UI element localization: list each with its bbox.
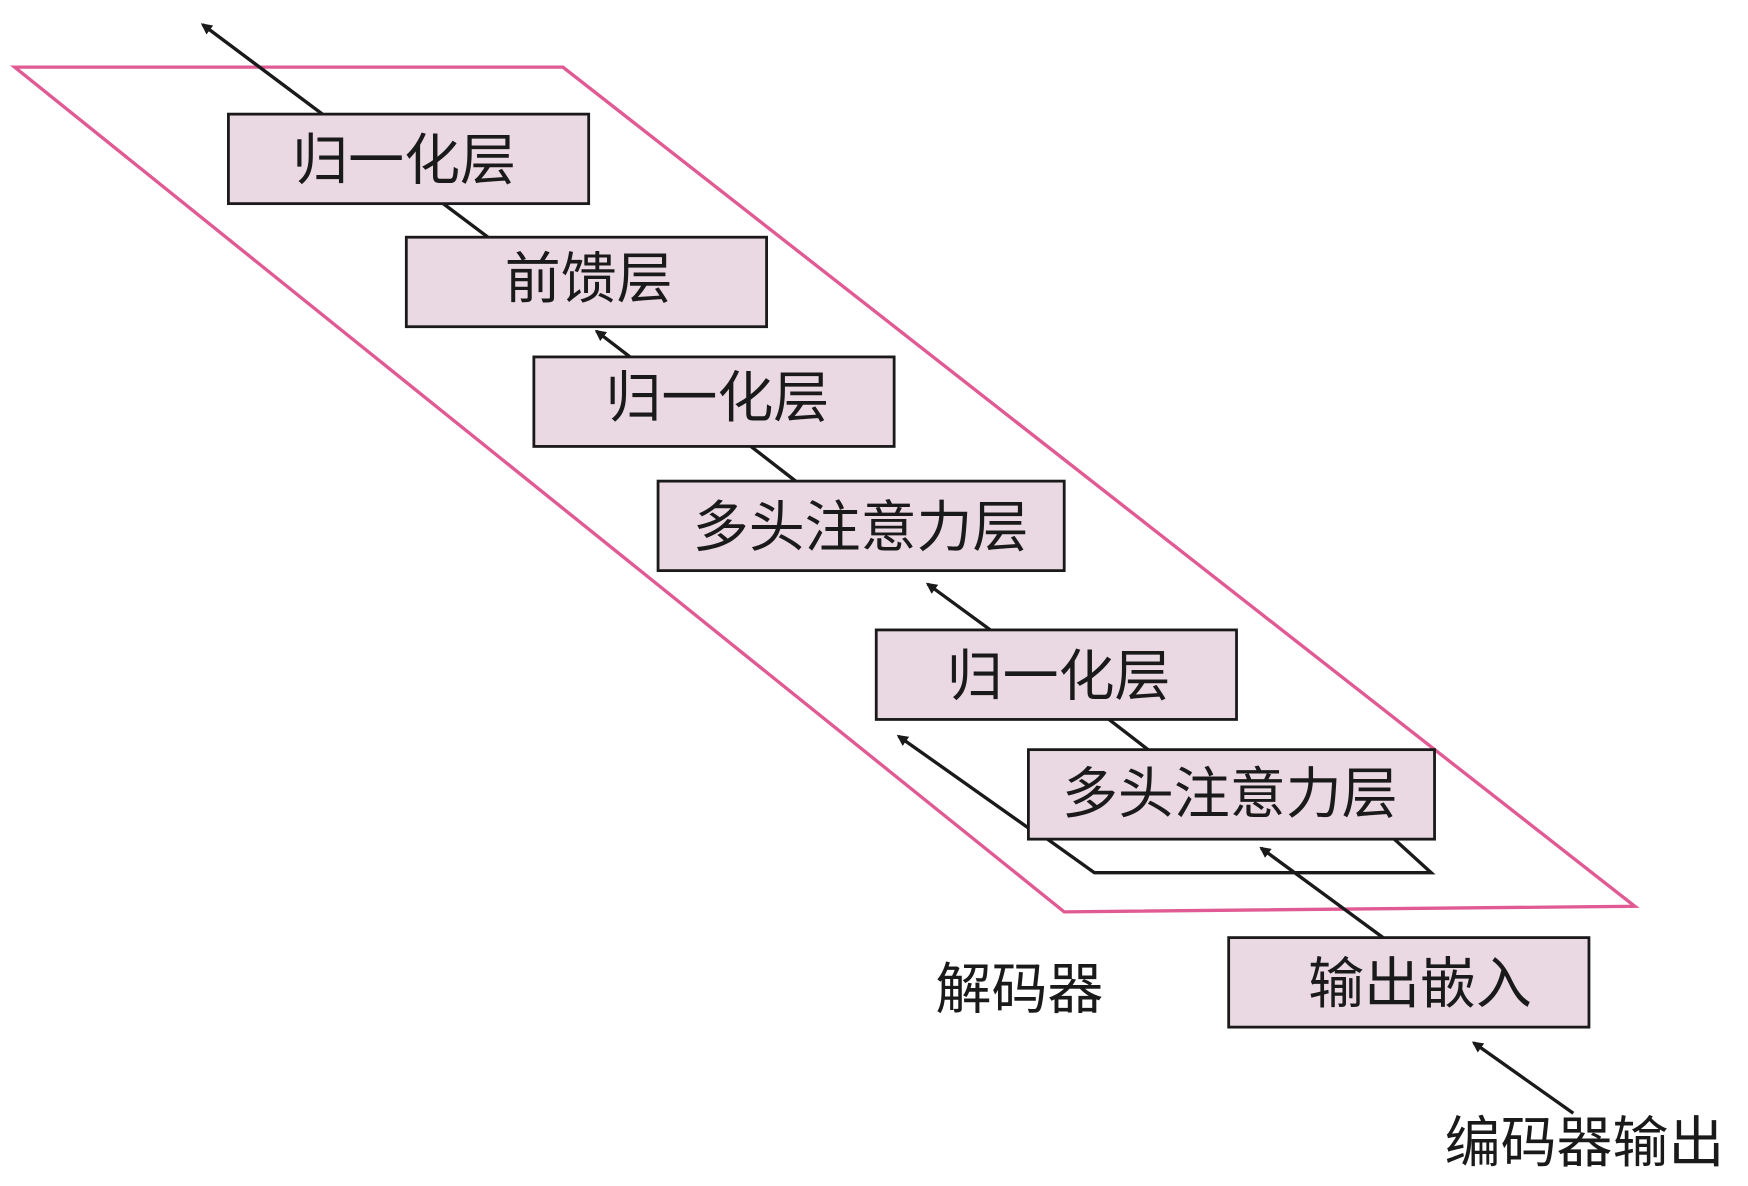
block-label: 前馈层 xyxy=(505,247,673,312)
encoder-output-label: 编码器输出 xyxy=(1445,1111,1725,1176)
block-norm-2: 归一化层 xyxy=(532,355,896,448)
block-attention-1: 多头注意力层 xyxy=(1027,748,1436,841)
connector-arrow xyxy=(925,582,992,632)
block-norm-3: 归一化层 xyxy=(227,112,591,206)
residual-arrow xyxy=(896,734,1030,830)
connector-arrow xyxy=(594,329,632,359)
block-feedforward: 前馈层 xyxy=(404,235,768,329)
block-label: 多头注意力层 xyxy=(1062,762,1398,827)
block-norm-1: 归一化层 xyxy=(874,628,1238,721)
block-label: 归一化层 xyxy=(605,366,829,431)
connector-line xyxy=(442,202,489,239)
encoder-input-arrow xyxy=(1471,1041,1575,1115)
block-label: 归一化层 xyxy=(947,644,1171,709)
decoder-frame xyxy=(9,65,1640,914)
block-label: 归一化层 xyxy=(292,129,516,194)
output-arrow xyxy=(200,23,324,116)
connector-arrow xyxy=(1259,846,1385,939)
connector-line xyxy=(749,445,797,483)
block-output-embedding: 输出嵌入 xyxy=(1227,936,1591,1029)
block-attention-2: 多头注意力层 xyxy=(656,479,1066,573)
decoder-label: 解码器 xyxy=(936,958,1104,1023)
connector-line xyxy=(1107,718,1150,751)
residual-loop xyxy=(1046,837,1436,875)
block-label: 多头注意力层 xyxy=(693,496,1029,561)
block-label: 输出嵌入 xyxy=(1308,952,1532,1017)
